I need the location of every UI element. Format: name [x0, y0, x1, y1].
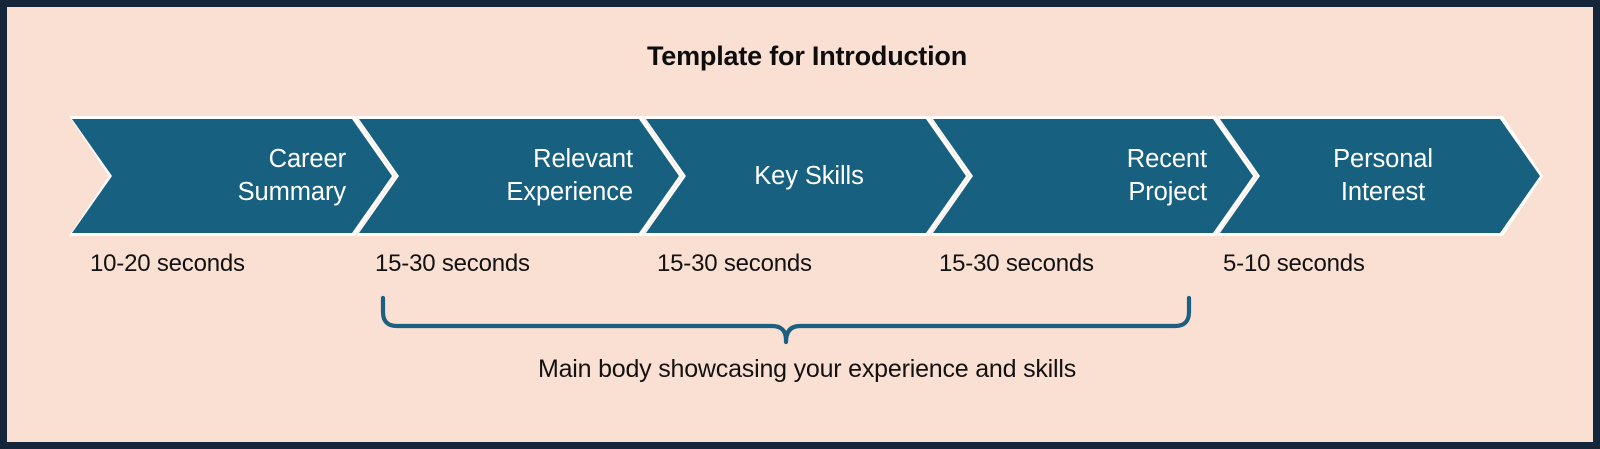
brace-caption: Main body showcasing your experience and… — [537, 355, 1077, 383]
duration-step-5: 5-10 seconds — [1223, 250, 1365, 277]
chevron-step-2[interactable]: Relevant Experience — [359, 119, 679, 233]
duration-step-4: 15-30 seconds — [939, 250, 1094, 277]
chevron-step-1[interactable]: Career Summary — [72, 119, 392, 233]
chevron-shape — [933, 119, 1253, 233]
chevron-step-3[interactable]: Key Skills — [646, 119, 966, 233]
chevron-shape — [72, 119, 392, 233]
process-chevron-row: Career Summary Relevant Experience Key S… — [72, 119, 1540, 233]
page-title: Template for Introduction — [647, 41, 967, 71]
chevron-label: Relevant Experience — [506, 145, 633, 206]
chevron-step-4[interactable]: Recent Project — [933, 119, 1253, 233]
grouping-brace-icon — [380, 295, 1192, 345]
duration-step-2: 15-30 seconds — [375, 250, 530, 277]
chevron-label: Personal Interest — [1333, 145, 1433, 206]
duration-step-3: 15-30 seconds — [657, 250, 812, 277]
chevron-shape — [1220, 119, 1540, 233]
chevron-label: Career Summary — [237, 145, 347, 206]
chevron-label: Key Skills — [754, 161, 864, 190]
chevron-shape — [646, 119, 966, 233]
chevron-step-5[interactable]: Personal Interest — [1220, 119, 1540, 233]
chevron-label: Recent Project — [1126, 145, 1207, 206]
chevron-shape — [359, 119, 679, 233]
duration-step-1: 10-20 seconds — [90, 250, 245, 277]
